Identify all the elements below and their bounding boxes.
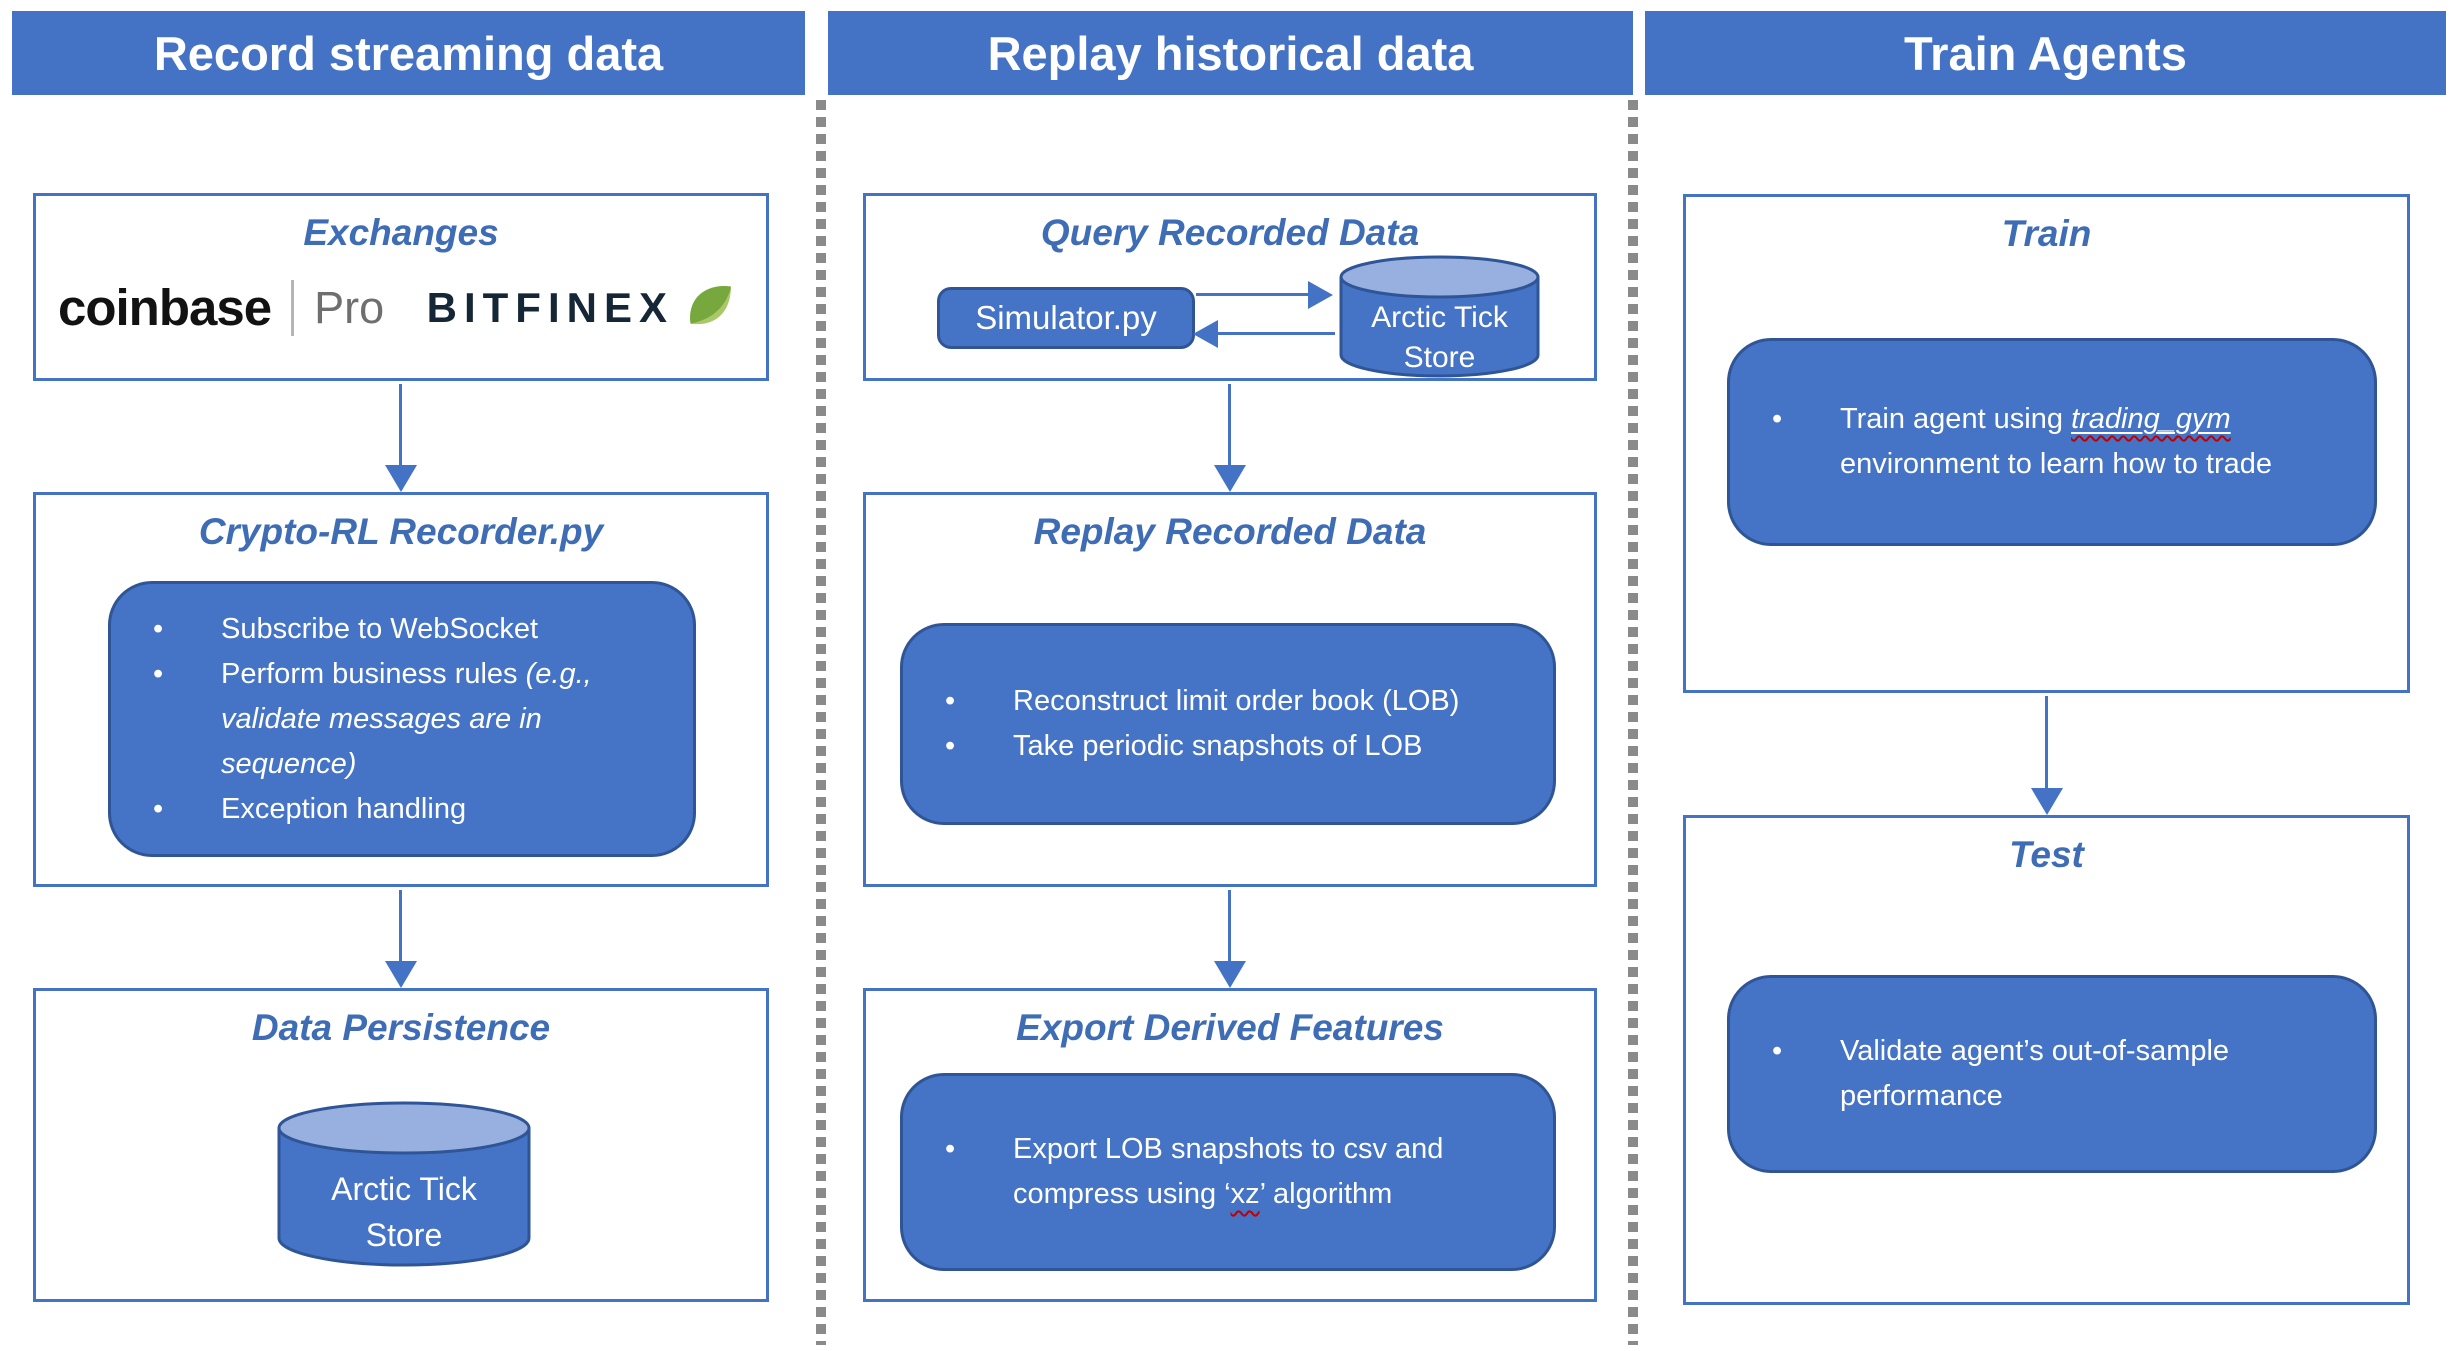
header-record-label: Record streaming data	[153, 26, 664, 80]
simulator-py-label: Simulator.py	[975, 299, 1157, 336]
test-bullet-list: Validate agent’s out-of-sample performan…	[1730, 1029, 2374, 1119]
bitfinex-leaf-icon	[682, 278, 736, 337]
query-arctic-tick-store-cylinder-icon: Arctic Tick Store	[1338, 255, 1541, 381]
recorder-bullet-business-rules: Perform business rules (e.g., validate m…	[153, 652, 683, 787]
train-box: Train Train agent using trading_gym envi…	[1683, 194, 2410, 693]
bitfinex-wordmark: BITFINEX	[426, 283, 674, 331]
exchange-logos-row: coinbase Pro BITFINEX	[36, 278, 766, 337]
train-title: Train	[2001, 213, 2092, 254]
down-arrow-train-to-test	[2045, 696, 2048, 788]
replay-recorded-data-box: Replay Recorded Data Reconstruct limit o…	[863, 492, 1597, 887]
recorder-bullets-box: Subscribe to WebSocket Perform business …	[108, 581, 696, 857]
left-arrow-store-to-simulator	[1218, 332, 1335, 335]
query-cylinder-line2: Store	[1404, 341, 1476, 374]
column-divider-right	[1628, 100, 1638, 1345]
recorder-bullet-subscribe: Subscribe to WebSocket	[153, 607, 683, 652]
export-bullet-list: Export LOB snapshots to csv and compress…	[903, 1127, 1553, 1217]
down-arrow-recorder-to-persistence	[399, 890, 402, 961]
recorder-box: Crypto-RL Recorder.py Subscribe to WebSo…	[33, 492, 769, 887]
arctic-tick-store-cylinder-icon: Arctic Tick Store	[276, 1100, 532, 1270]
test-bullets-box: Validate agent’s out-of-sample performan…	[1727, 975, 2377, 1173]
export-derived-features-box: Export Derived Features Export LOB snaps…	[863, 988, 1597, 1302]
coinbase-pro-label: Pro	[314, 281, 385, 333]
replay-bullets-box: Reconstruct limit order book (LOB) Take …	[900, 623, 1556, 825]
persistence-cylinder-line1: Arctic Tick	[331, 1171, 478, 1207]
bitfinex-logo: BITFINEX	[427, 278, 736, 337]
trading-gym-term: trading_gym	[2071, 403, 2231, 435]
down-arrow-query-to-replay	[1228, 384, 1231, 465]
export-bullets-box: Export LOB snapshots to csv and compress…	[900, 1073, 1556, 1271]
recorder-title: Crypto-RL Recorder.py	[198, 511, 604, 552]
train-bullet-gym: Train agent using trading_gym environmen…	[1772, 397, 2364, 487]
test-box: Test Validate agent’s out-of-sample perf…	[1683, 815, 2410, 1305]
coinbase-pro-logo: coinbase Pro	[58, 278, 384, 337]
header-train-agents: Train Agents	[1645, 11, 2446, 95]
down-arrow-exchanges-to-recorder	[399, 384, 402, 465]
exchanges-title: Exchanges	[303, 212, 499, 253]
replay-bullet-snapshots: Take periodic snapshots of LOB	[945, 724, 1543, 769]
header-train-label: Train Agents	[1904, 26, 2187, 80]
query-recorded-data-box: Query Recorded Data Simulator.py Arctic …	[863, 193, 1597, 381]
coinbase-pro-separator	[291, 279, 295, 336]
persistence-cylinder-line2: Store	[366, 1217, 442, 1253]
down-arrow-replay-to-export	[1228, 890, 1231, 961]
train-bullet-list: Train agent using trading_gym environmen…	[1730, 397, 2374, 487]
data-persistence-box: Data Persistence Arctic Tick Store	[33, 988, 769, 1302]
column-divider-left	[816, 100, 826, 1345]
header-replay-label: Replay historical data	[987, 26, 1474, 80]
test-title: Test	[2009, 834, 2084, 875]
xz-spellcheck-term: xz	[1230, 1178, 1260, 1210]
test-bullet-validate: Validate agent’s out-of-sample performan…	[1772, 1029, 2364, 1119]
train-bullets-box: Train agent using trading_gym environmen…	[1727, 338, 2377, 546]
replay-bullet-list: Reconstruct limit order book (LOB) Take …	[903, 679, 1553, 769]
header-record-streaming-data: Record streaming data	[12, 11, 805, 95]
data-persistence-title: Data Persistence	[251, 1007, 551, 1048]
recorder-bullet-exception: Exception handling	[153, 787, 683, 832]
exchanges-box: Exchanges coinbase Pro BITFINEX	[33, 193, 769, 381]
export-title: Export Derived Features	[1016, 1007, 1444, 1048]
query-cylinder-line1: Arctic Tick	[1371, 301, 1509, 334]
coinbase-wordmark: coinbase	[58, 279, 272, 336]
simulator-py-node: Simulator.py	[937, 287, 1195, 349]
right-arrow-simulator-to-store	[1196, 293, 1308, 296]
header-replay-historical-data: Replay historical data	[828, 11, 1633, 95]
export-bullet-snapshots: Export LOB snapshots to csv and compress…	[945, 1127, 1543, 1217]
replay-bullet-reconstruct: Reconstruct limit order book (LOB)	[945, 679, 1543, 724]
query-title: Query Recorded Data	[1040, 212, 1420, 253]
recorder-bullet-list: Subscribe to WebSocket Perform business …	[111, 607, 693, 832]
replay-title: Replay Recorded Data	[1033, 511, 1427, 552]
